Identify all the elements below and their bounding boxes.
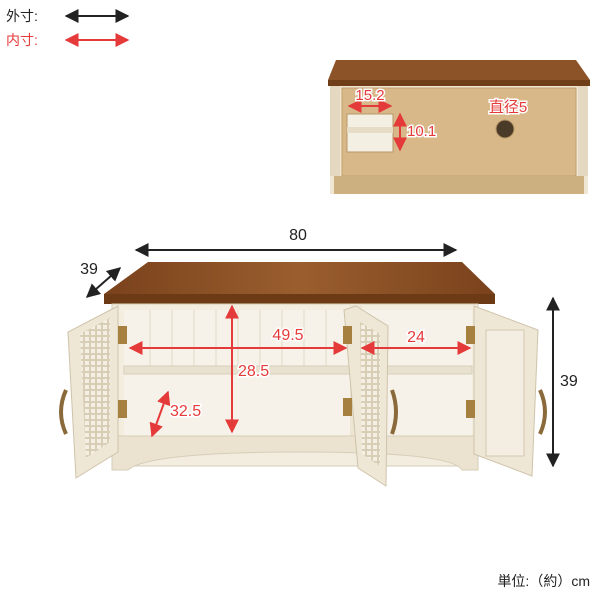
- right-door-handle: [538, 389, 547, 435]
- inner-height-label: 28.5: [238, 363, 269, 380]
- center-door-lattice: [360, 322, 380, 466]
- back-view-height-label: 10.1: [407, 123, 436, 140]
- outer-depth-arrow: [85, 267, 122, 298]
- right-door-panel: [485, 329, 525, 457]
- back-view: 15.2 10.1 直径5: [328, 60, 590, 194]
- left-shelf: [123, 365, 351, 375]
- top-board-surface: [104, 262, 495, 294]
- unit-label: 単位:（約）cm: [497, 573, 590, 589]
- back-view-cable-hole: [495, 119, 515, 139]
- center-door-handle: [390, 389, 398, 435]
- left-door-handle: [59, 389, 68, 435]
- center-hinge-bottom: [343, 398, 352, 416]
- left-hinge-bottom: [118, 400, 127, 418]
- inner-right-width-label: 24: [407, 329, 425, 346]
- back-view-plinth: [334, 176, 584, 194]
- legend: 外寸: 内寸:: [6, 8, 130, 48]
- inner-depth-arrow: [149, 390, 171, 438]
- right-hinge-top: [466, 326, 475, 344]
- back-view-top-board: [328, 60, 590, 80]
- right-hinge-bottom: [466, 400, 475, 418]
- inner-left-width-label: 49.5: [272, 327, 303, 344]
- back-view-opening-shelf: [347, 127, 393, 133]
- back-view-width-label: 15.2: [355, 87, 384, 104]
- left-door-lattice: [80, 318, 110, 458]
- back-view-top-edge: [328, 80, 590, 86]
- back-view-side-left: [330, 86, 340, 176]
- top-board-edge: [104, 294, 495, 304]
- back-view-hole-label: 直径5: [489, 99, 527, 116]
- left-hinge-top: [118, 326, 127, 344]
- legend-outer-label: 外寸:: [6, 8, 38, 24]
- outer-width-label: 80: [289, 227, 307, 244]
- back-view-side-right: [578, 86, 588, 176]
- inner-depth-label: 32.5: [170, 403, 201, 420]
- legend-inner-label: 内寸:: [6, 32, 38, 48]
- outer-height-label: 39: [560, 373, 578, 390]
- outer-depth-label: 39: [80, 261, 98, 278]
- center-hinge-top: [343, 326, 352, 344]
- front-view: 80 39 39: [59, 227, 578, 487]
